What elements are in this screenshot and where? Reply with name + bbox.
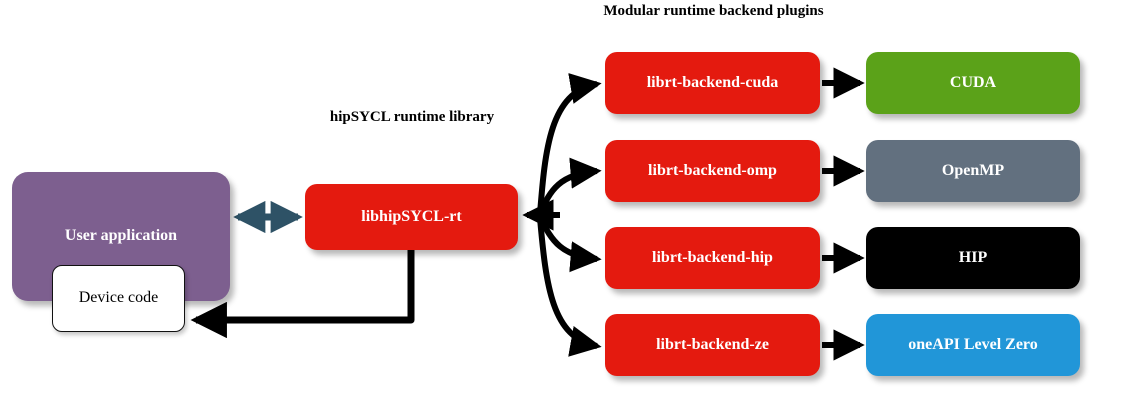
node-plugin-librt-backend-ze-label: librt-backend-ze (656, 335, 769, 353)
node-plugin-librt-backend-omp-label: librt-backend-omp (648, 161, 777, 179)
node-backend-hip-label: HIP (958, 248, 988, 266)
node-backend-openmp-label: OpenMP (941, 161, 1005, 179)
caption-modular-runtime-backend-plugins: Modular runtime backend plugins (603, 3, 824, 19)
node-backend-oneapi-level-zero-label: oneAPI Level Zero (908, 335, 1038, 353)
node-device-code-label: Device code (78, 289, 159, 307)
node-plugin-librt-backend-ze[interactable]: librt-backend-ze (605, 314, 820, 376)
node-backend-onceapi-level-zero[interactable]: oneAPI Level Zero (866, 314, 1080, 376)
connector-runtime-plugin-hip (537, 215, 602, 273)
node-backend-hip[interactable]: HIP (866, 227, 1080, 289)
connector-runtime-plugin-ze (537, 217, 602, 357)
node-device-code[interactable]: Device code (52, 265, 185, 332)
connector-runtime-plugin-omp (537, 157, 602, 216)
node-plugin-librt-backend-omp[interactable]: librt-backend-omp (605, 140, 820, 202)
node-plugin-librt-backend-hip[interactable]: librt-backend-hip (605, 227, 820, 289)
caption-hipsycl-runtime-library: hipSYCL runtime library (329, 109, 495, 125)
node-libhipsycl-rt-label: libhipSYCL-rt (361, 207, 462, 225)
connector-runtime-plugin-cuda (537, 73, 602, 215)
node-plugin-librt-backend-cuda-label: librt-backend-cuda (646, 73, 779, 91)
node-backend-cuda[interactable]: CUDA (866, 52, 1080, 114)
node-user-application-label: User application (64, 227, 178, 245)
node-libhipsycl-rt[interactable]: libhipSYCL-rt (305, 184, 518, 250)
node-backend-cuda-label: CUDA (949, 73, 997, 91)
node-backend-openmp[interactable]: OpenMP (866, 140, 1080, 202)
node-plugin-librt-backend-cuda[interactable]: librt-backend-cuda (605, 52, 820, 114)
node-plugin-librt-backend-hip-label: librt-backend-hip (652, 248, 773, 266)
